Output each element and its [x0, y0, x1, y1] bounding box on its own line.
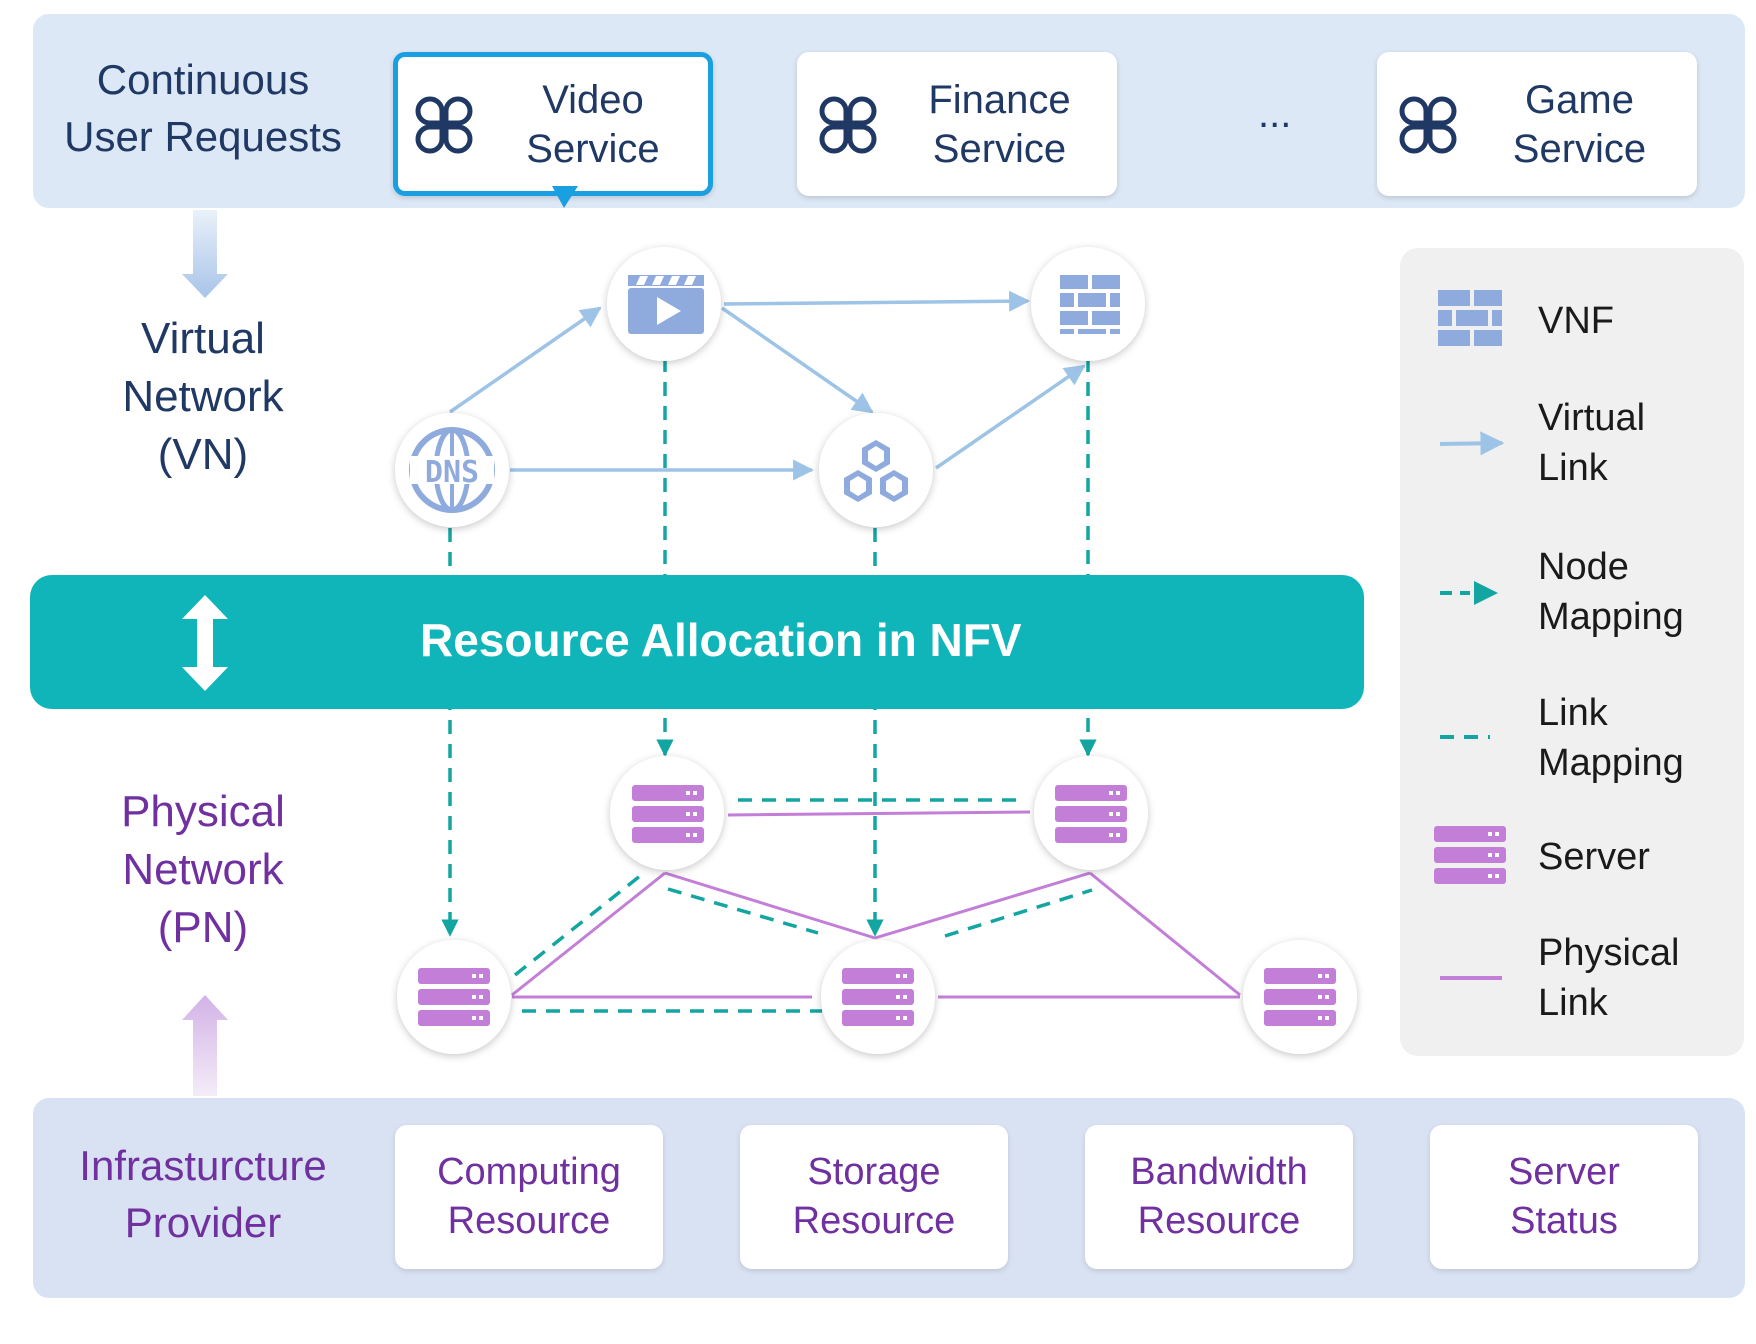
cube-cluster-icon: [844, 440, 908, 502]
video-service-label: Video Service: [526, 78, 660, 171]
vnf-icon: [1438, 290, 1502, 346]
link-mapping-c: [513, 874, 642, 977]
virtual-link-video-cluster: [721, 306, 874, 414]
video-icon: [628, 275, 704, 334]
legend-label-physical-link: Physical Link: [1538, 932, 1680, 1024]
service-icon: [819, 96, 877, 154]
user-requests-band: Continuous User Requests Video Service: [33, 14, 1745, 208]
server-icon: [1264, 968, 1336, 1026]
server-icon: [1434, 826, 1506, 884]
server-icon: [632, 785, 704, 843]
server-icon: [842, 968, 914, 1026]
node-mapping-icon: [1440, 581, 1498, 605]
finance-service-card[interactable]: Finance Service: [797, 52, 1117, 196]
legend-label-node-mapping: Node Mapping: [1538, 546, 1684, 638]
bandwidth-resource-card[interactable]: Bandwidth Resource: [1085, 1125, 1353, 1269]
resource-allocation-label: Resource Allocation in NFV: [420, 614, 1022, 666]
legend-label-vnf: VNF: [1538, 300, 1614, 342]
virtual-network-label: Virtual Network (VN): [122, 314, 284, 479]
physical-link-d: [511, 871, 666, 997]
server-status-label: Server Status: [1508, 1151, 1620, 1242]
link-mapping-e: [944, 888, 1093, 938]
svg-text:DNS: DNS: [425, 455, 479, 490]
legend-label-virtual-link: Virtual Link: [1538, 397, 1646, 489]
computing-resource-card[interactable]: Computing Resource: [395, 1125, 663, 1269]
virtual-links: [449, 290, 1086, 481]
server-icon: [418, 968, 490, 1026]
physical-link-a: [727, 810, 1031, 817]
resource-allocation-bar: Resource Allocation in NFV: [30, 575, 1364, 709]
request-down-arrow: [182, 210, 228, 298]
bandwidth-resource-label: Bandwidth Resource: [1130, 1151, 1308, 1242]
game-service-card[interactable]: Game Service: [1377, 52, 1697, 196]
virtual-link-icon: [1439, 431, 1505, 456]
link-mappings: [513, 798, 1093, 1013]
link-mapping-d: [667, 887, 819, 935]
provider-up-arrow: [182, 995, 228, 1096]
double-arrow-icon: [182, 595, 228, 691]
video-service-card[interactable]: Video Service: [393, 52, 713, 196]
selected-card-pointer: [552, 186, 578, 208]
physical-link-e: [664, 871, 876, 940]
virtual-link-video-firewall: [723, 290, 1031, 312]
physical-link-f: [874, 871, 1091, 940]
physical-links: [511, 810, 1241, 999]
storage-resource-label: Storage Resource: [792, 1151, 956, 1242]
computing-resource-label: Computing Resource: [437, 1151, 621, 1242]
storage-resource-card[interactable]: Storage Resource: [740, 1125, 1008, 1269]
physical-link-g: [1089, 871, 1241, 997]
legend-label-server: Server: [1538, 836, 1650, 878]
dns-icon: DNS: [409, 427, 495, 513]
game-service-label: Game Service: [1512, 78, 1647, 171]
finance-service-label: Finance Service: [928, 78, 1071, 171]
infrastructure-provider-title: Infrasturcture Provider: [79, 1142, 327, 1246]
physical-network-label: Physical Network (PN): [121, 787, 285, 952]
service-icon: [415, 96, 473, 154]
virtual-link-dns-video: [449, 306, 602, 414]
legend-label-link-mapping: Link Mapping: [1538, 692, 1684, 784]
virtual-link-cluster-firewall: [935, 364, 1086, 470]
firewall-icon: [1060, 275, 1120, 334]
node-mappings: [441, 358, 1097, 937]
server-status-card[interactable]: Server Status: [1430, 1125, 1698, 1269]
service-icon: [1399, 96, 1457, 154]
server-icon: [1055, 785, 1127, 843]
more-services-ellipsis: ...: [1258, 92, 1292, 136]
user-requests-title: Continuous User Requests: [64, 56, 342, 160]
legend-panel: [1400, 248, 1744, 1056]
